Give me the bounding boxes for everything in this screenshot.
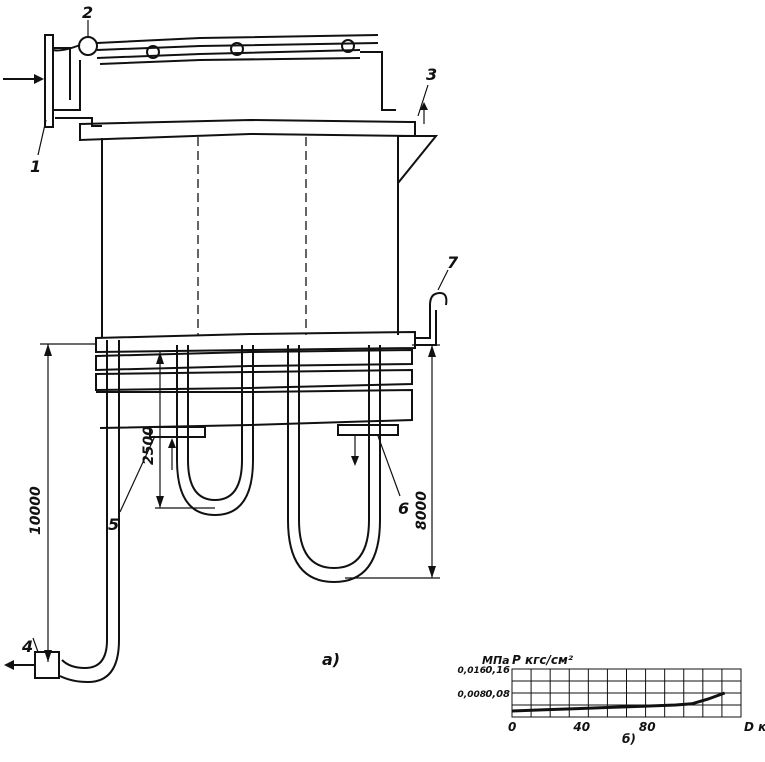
callout-5: 5: [108, 515, 119, 534]
bottom-flanges: [40, 330, 440, 429]
dimension-8000: 8000: [414, 491, 430, 530]
callout-4: 4: [21, 637, 33, 656]
pressure-chart: МПа P кгс/см² б) 0 40 80 0,08 0,16 0,008 0,016…: [458, 653, 765, 746]
foot-right: [337, 424, 399, 436]
callout-1: 1: [30, 157, 41, 176]
chart-ticks: 0 40 80 0,08 0,16 0,008 0,016 D кг/ч: [458, 665, 765, 734]
series-line: [511, 691, 726, 713]
x-axis-label: D кг/ч: [744, 720, 765, 734]
y-tick-label-si: 0,008: [458, 690, 486, 700]
top-flange: [79, 102, 428, 142]
loop-flow-arrows: [168, 436, 359, 470]
dimension-10000: 10000: [28, 486, 44, 535]
x-tick-label: 40: [572, 720, 590, 734]
x-tick-label: 0: [508, 720, 516, 734]
chart-grid: [511, 668, 742, 718]
inlet-flange: [3, 34, 54, 128]
chart-series: [511, 691, 726, 713]
y-unit-si: МПа: [482, 654, 510, 667]
short-u-loop: [176, 345, 254, 517]
long-u-loop: [287, 345, 381, 584]
header-pipes: [52, 34, 379, 65]
callout-6: 6: [398, 499, 409, 518]
y-tick-label-tech: 0,16: [485, 665, 510, 676]
callout-3: 3: [426, 65, 437, 84]
callout-2: 2: [82, 3, 93, 22]
dimension-2500: 2500: [141, 426, 157, 465]
top-chamber: [79, 51, 396, 111]
caption-b: б): [622, 732, 636, 746]
caption-a: а): [322, 650, 340, 669]
condensate-pipe: [4, 340, 120, 684]
callout-leaders: [32, 20, 449, 653]
vessel-body: [101, 136, 399, 338]
y-tick-label-tech: 0,08: [485, 689, 510, 700]
inlet-neck: [53, 47, 102, 127]
dimension-lines: [44, 344, 440, 662]
apparatus-drawing: 1 2 3 4 5 6 7 10000 2500 8000 а): [3, 3, 459, 684]
x-tick-label: 80: [639, 720, 656, 734]
foot-left: [149, 426, 206, 438]
y-unit-tech: P кгс/см²: [512, 653, 574, 667]
sampling-tube: [415, 291, 448, 346]
y-tick-label-si: 0,016: [458, 666, 486, 676]
header-ball: [78, 36, 98, 56]
callout-7: 7: [447, 253, 459, 272]
support-bracket: [397, 135, 439, 186]
